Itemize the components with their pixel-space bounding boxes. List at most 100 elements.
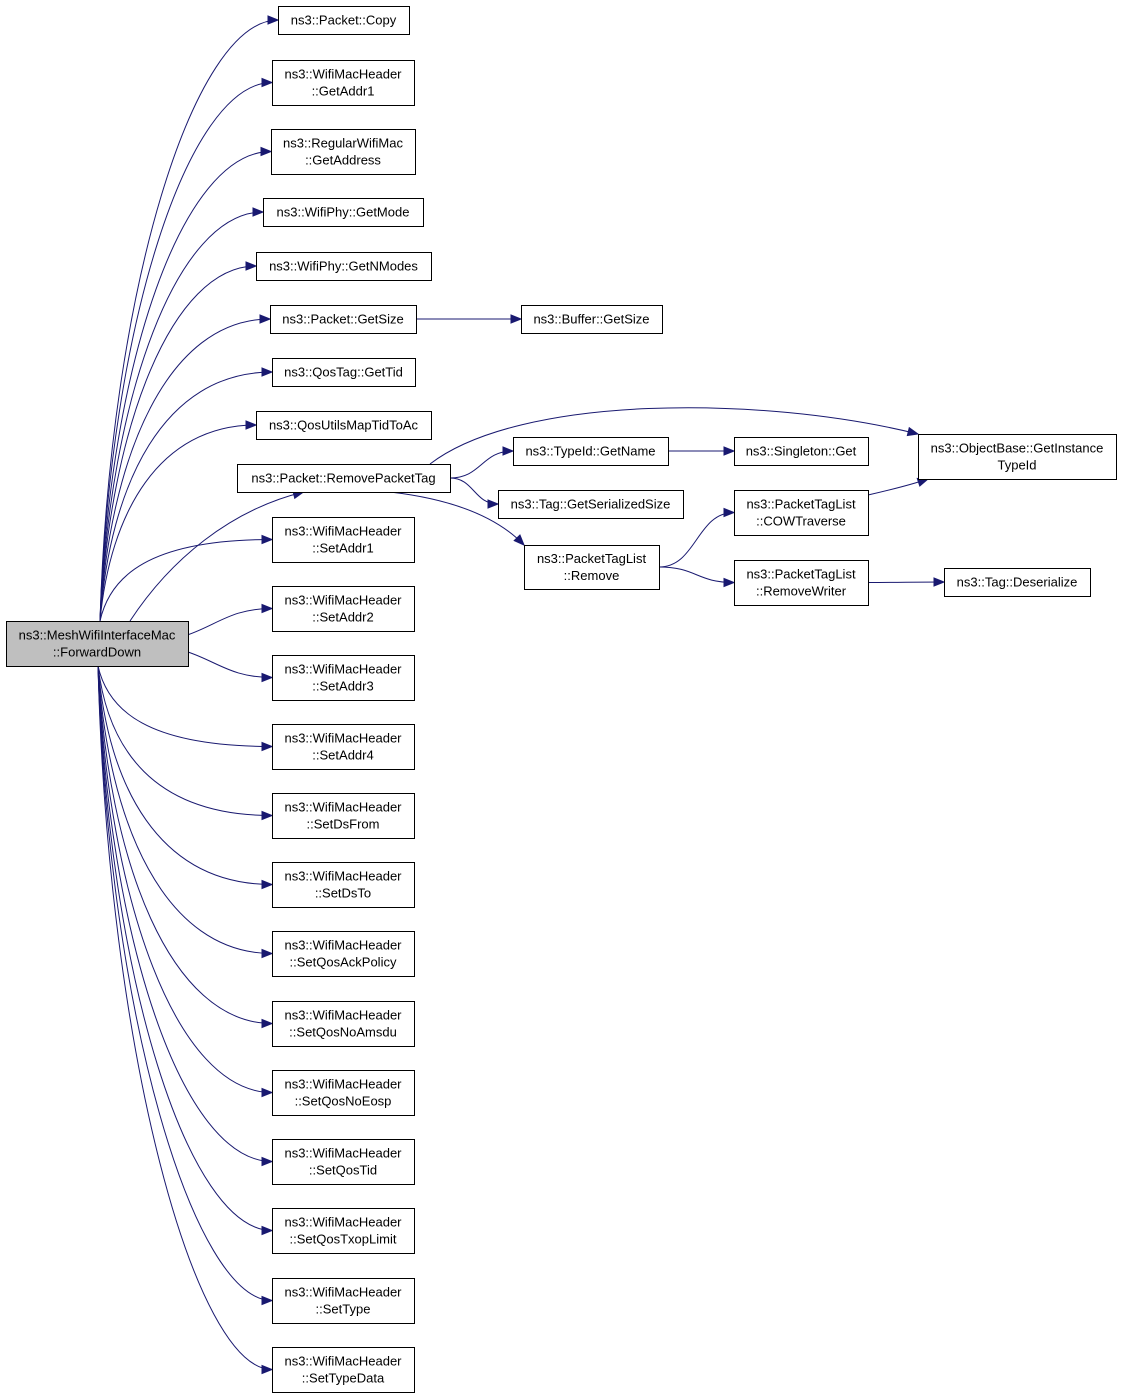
node-root-label-1: ns3::MeshWifiInterfaceMac: [19, 628, 176, 643]
node-settxop-label-2: ::SetQosTxopLimit: [290, 1232, 397, 1247]
node-gettid[interactable]: ns3::QosTag::GetTid: [272, 358, 416, 387]
arrowhead-root-to-setnoamsdu: [261, 1018, 274, 1029]
node-setaddr3-box: [272, 655, 415, 701]
node-settype[interactable]: ns3::WifiMacHeader::SetType: [272, 1278, 415, 1324]
arrowhead-root-to-getaddr1: [261, 77, 274, 88]
node-setnoeosp[interactable]: ns3::WifiMacHeader::SetQosNoEosp: [272, 1070, 415, 1116]
node-getnmodes-box: [256, 252, 432, 281]
node-getname-box: [513, 437, 669, 466]
arrowhead-root-to-setnoeosp: [261, 1087, 274, 1098]
node-setdsfrom[interactable]: ns3::WifiMacHeader::SetDsFrom: [272, 793, 415, 839]
node-setdsto-label-1: ns3::WifiMacHeader: [284, 869, 402, 884]
node-setaddr2-label-2: ::SetAddr2: [312, 610, 373, 625]
node-getmode[interactable]: ns3::WifiPhy::GetMode: [263, 198, 424, 227]
node-getaddr1[interactable]: ns3::WifiMacHeader::GetAddr1: [272, 60, 415, 106]
node-setaddr4-box: [272, 724, 415, 770]
node-getaddress[interactable]: ns3::RegularWifiMac::GetAddress: [271, 129, 416, 175]
node-maptid-box: [256, 411, 432, 440]
edge-root-to-maptid: [99, 424, 257, 622]
arrowhead-remove-to-removewriter: [723, 577, 736, 588]
node-cow[interactable]: ns3::PacketTagList::COWTraverse: [734, 490, 869, 536]
node-removetag-box: [237, 464, 451, 493]
node-deserialize-label-1: ns3::Tag::Deserialize: [957, 575, 1078, 590]
node-getaddr1-label-2: ::GetAddr1: [312, 84, 375, 99]
edge-root-to-setaddr2: [187, 608, 273, 636]
arrowhead-root-to-gettid: [261, 367, 274, 377]
arrowhead-root-to-copy: [267, 15, 280, 25]
edge-root-to-getaddress: [99, 151, 272, 622]
edge-root-to-settype: [97, 665, 273, 1301]
node-setaddr4[interactable]: ns3::WifiMacHeader::SetAddr4: [272, 724, 415, 770]
node-setnoeosp-label-2: ::SetQosNoEosp: [295, 1094, 392, 1109]
node-copy-box: [278, 6, 410, 35]
arrowhead-root-to-setqostid: [261, 1156, 274, 1167]
arrowhead-root-to-settype: [261, 1295, 274, 1306]
arrowhead-root-to-setaddr2: [261, 603, 274, 614]
node-setaddr2-label-1: ns3::WifiMacHeader: [284, 593, 402, 608]
node-setaddr4-label-1: ns3::WifiMacHeader: [284, 731, 402, 746]
node-getname[interactable]: ns3::TypeId::GetName: [513, 437, 669, 466]
node-setdsfrom-label-1: ns3::WifiMacHeader: [284, 800, 402, 815]
node-setnoamsdu[interactable]: ns3::WifiMacHeader::SetQosNoAmsdu: [272, 1001, 415, 1047]
node-deserialize[interactable]: ns3::Tag::Deserialize: [944, 568, 1091, 597]
edges-layer: [97, 15, 946, 1375]
node-setaddr2[interactable]: ns3::WifiMacHeader::SetAddr2: [272, 586, 415, 632]
node-getaddress-label-1: ns3::RegularWifiMac: [283, 136, 403, 151]
node-setdsto[interactable]: ns3::WifiMacHeader::SetDsTo: [272, 862, 415, 908]
node-instancetype-label-2: TypeId: [997, 458, 1036, 473]
node-setaddr4-label-2: ::SetAddr4: [312, 748, 373, 763]
node-root[interactable]: ns3::MeshWifiInterfaceMac::ForwardDown: [6, 621, 189, 667]
node-setackpolicy-label-1: ns3::WifiMacHeader: [284, 938, 402, 953]
node-remove[interactable]: ns3::PacketTagList::Remove: [524, 545, 660, 590]
edge-root-to-getsize: [99, 318, 271, 622]
node-getaddress-box: [271, 129, 416, 175]
edge-root-to-setnoeosp: [97, 665, 273, 1093]
node-setackpolicy[interactable]: ns3::WifiMacHeader::SetQosAckPolicy: [272, 931, 415, 977]
node-singleton[interactable]: ns3::Singleton::Get: [734, 437, 869, 466]
node-getmode-label-1: ns3::WifiPhy::GetMode: [277, 205, 410, 220]
arrowhead-root-to-getsize: [259, 314, 272, 324]
arrowhead-root-to-setdsto: [261, 879, 274, 890]
arrowhead-root-to-setaddr3: [261, 672, 274, 683]
node-getnmodes[interactable]: ns3::WifiPhy::GetNModes: [256, 252, 432, 281]
node-buffersize[interactable]: ns3::Buffer::GetSize: [521, 305, 663, 334]
node-settypedata-label-1: ns3::WifiMacHeader: [284, 1354, 402, 1369]
node-serialsize[interactable]: ns3::Tag::GetSerializedSize: [498, 490, 684, 519]
node-setnoamsdu-label-1: ns3::WifiMacHeader: [284, 1008, 402, 1023]
node-copy-label-1: ns3::Packet::Copy: [291, 13, 397, 28]
node-setdsto-label-2: ::SetDsTo: [315, 886, 371, 901]
edge-root-to-gettid: [99, 371, 273, 622]
node-removewriter[interactable]: ns3::PacketTagList::RemoveWriter: [734, 560, 869, 606]
edge-root-to-copy: [99, 19, 279, 622]
node-setaddr1[interactable]: ns3::WifiMacHeader::SetAddr1: [272, 517, 415, 563]
node-instancetype-label-1: ns3::ObjectBase::GetInstance: [931, 441, 1104, 456]
node-settxop[interactable]: ns3::WifiMacHeader::SetQosTxopLimit: [272, 1208, 415, 1254]
node-setackpolicy-box: [272, 931, 415, 977]
node-getsize[interactable]: ns3::Packet::GetSize: [270, 305, 417, 334]
node-setaddr1-box: [272, 517, 415, 563]
edge-root-to-removetag: [129, 491, 304, 622]
arrowhead-root-to-getaddress: [260, 146, 273, 157]
node-root-box: [6, 621, 189, 667]
arrowhead-getsize-to-buffersize: [510, 314, 523, 324]
node-removetag[interactable]: ns3::Packet::RemovePacketTag: [237, 464, 451, 493]
edge-root-to-settxop: [97, 665, 273, 1231]
node-settypedata-label-2: ::SetTypeData: [302, 1371, 385, 1386]
node-setaddr1-label-2: ::SetAddr1: [312, 541, 373, 556]
edge-root-to-setaddr1: [99, 539, 273, 622]
node-setaddr3-label-1: ns3::WifiMacHeader: [284, 662, 402, 677]
node-maptid[interactable]: ns3::QosUtilsMapTidToAc: [256, 411, 432, 440]
node-copy[interactable]: ns3::Packet::Copy: [278, 6, 410, 35]
arrowhead-getname-to-singleton: [723, 446, 736, 456]
node-buffersize-box: [521, 305, 663, 334]
node-setaddr3[interactable]: ns3::WifiMacHeader::SetAddr3: [272, 655, 415, 701]
edge-removetag-to-instancetype: [429, 407, 919, 465]
edge-root-to-setaddr4: [97, 665, 273, 747]
node-setnoamsdu-label-2: ::SetQosNoAmsdu: [289, 1025, 397, 1040]
node-setdsto-box: [272, 862, 415, 908]
node-setnoeosp-box: [272, 1070, 415, 1116]
node-settypedata[interactable]: ns3::WifiMacHeader::SetTypeData: [272, 1347, 415, 1393]
node-setqostid[interactable]: ns3::WifiMacHeader::SetQosTid: [272, 1139, 415, 1185]
